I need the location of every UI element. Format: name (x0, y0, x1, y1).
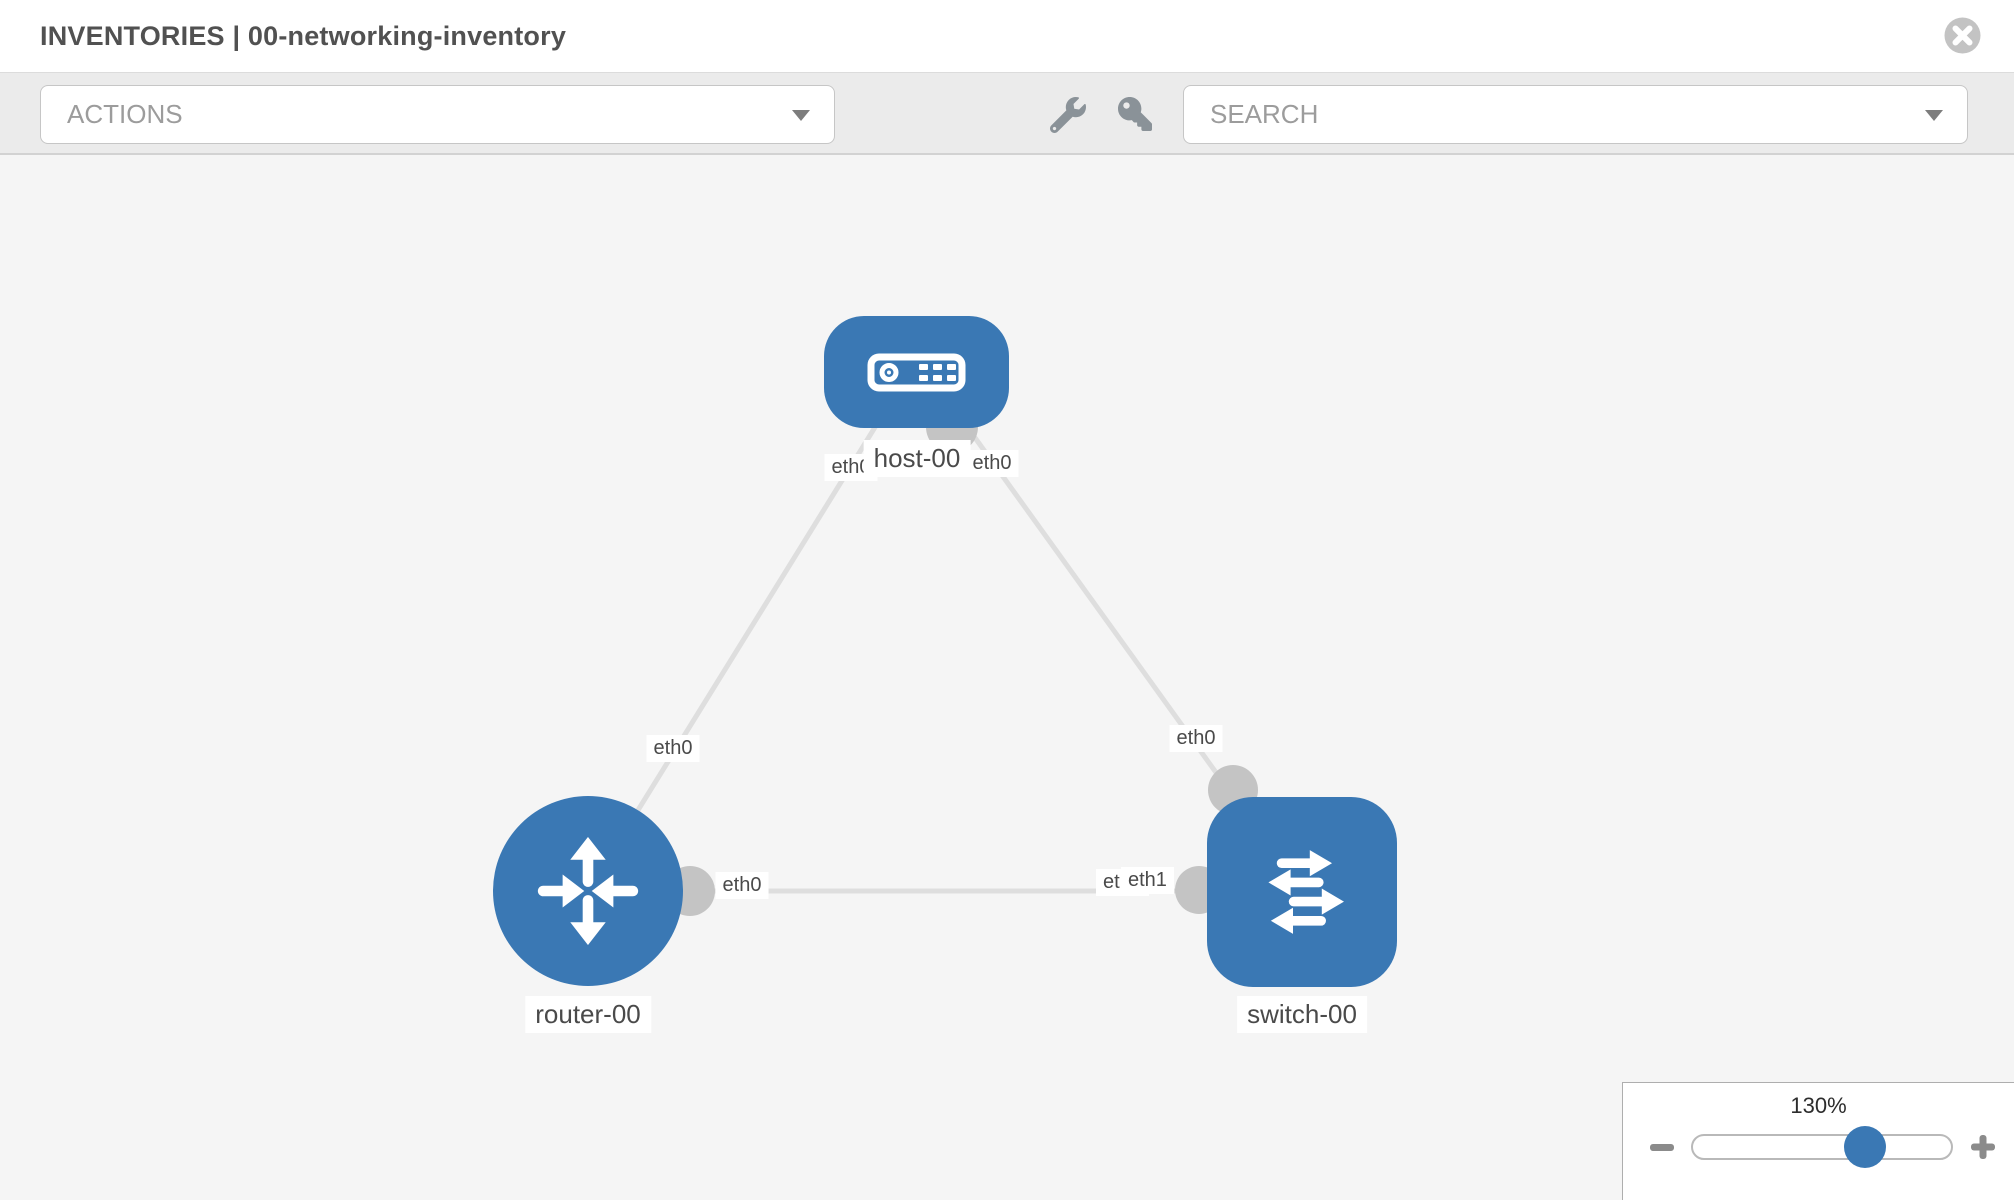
chevron-down-icon (1925, 109, 1943, 121)
interface-label: eth0 (646, 735, 700, 762)
key-button[interactable] (1118, 97, 1154, 133)
wrench-button[interactable] (1049, 97, 1086, 134)
chevron-down-icon (792, 109, 810, 121)
node-switch-00[interactable] (1207, 797, 1397, 987)
actions-dropdown-label: ACTIONS (67, 99, 183, 129)
x-circle-icon (1944, 17, 1981, 54)
toolbar: ACTIONS SEARCH (0, 72, 2014, 155)
interface-label: eth0 (1169, 725, 1223, 752)
wrench-icon (1049, 97, 1086, 134)
interface-label: eth0 (715, 872, 769, 899)
zoom-in-button[interactable] (1969, 1133, 1997, 1161)
topology-links (585, 401, 1305, 916)
switch-icon (1268, 850, 1344, 934)
search-dropdown-label: SEARCH (1210, 99, 1319, 129)
zoom-out-button[interactable] (1649, 1134, 1675, 1160)
zoom-control-panel: 130% (1622, 1082, 2014, 1200)
minus-icon (1650, 1144, 1674, 1151)
page-title: INVENTORIES | 00-networking-inventory (40, 21, 567, 51)
zoom-slider[interactable] (1691, 1126, 1953, 1168)
zoom-slider-thumb[interactable] (1844, 1126, 1886, 1168)
key-icon (1118, 97, 1152, 131)
host-icon (867, 353, 966, 391)
node-host-00[interactable] (824, 316, 1009, 428)
search-dropdown[interactable]: SEARCH (1183, 85, 1968, 144)
node-label-router: router-00 (525, 996, 651, 1033)
close-button[interactable] (1944, 17, 1981, 54)
zoom-level-label: 130% (1790, 1093, 1847, 1118)
node-router-00[interactable] (493, 796, 683, 986)
plus-icon (1971, 1135, 1995, 1159)
panel-header: INVENTORIES | 00-networking-inventory (0, 0, 2014, 72)
topology-canvas[interactable]: eth0 eth0 eth0 eth0 eth0 eth0 eth1 host-… (0, 155, 2014, 1200)
actions-dropdown[interactable]: ACTIONS (40, 85, 835, 144)
interface-label: eth1 (1121, 867, 1174, 894)
router-icon (537, 836, 639, 946)
node-label-switch: switch-00 (1237, 996, 1367, 1033)
interface-label: eth0 (965, 450, 1019, 477)
node-label-host: host-00 (863, 440, 971, 477)
